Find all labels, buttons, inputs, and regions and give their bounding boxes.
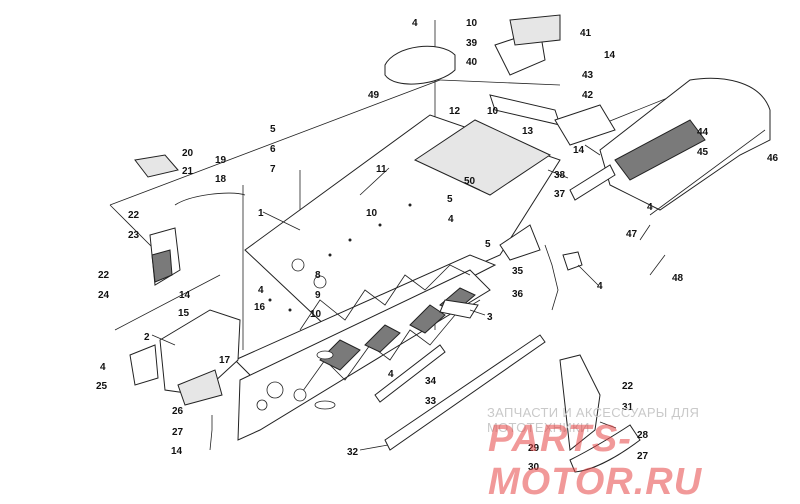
callout-35: 35	[512, 266, 524, 277]
callout-23: 23	[128, 230, 140, 241]
callout-12: 12	[449, 106, 461, 117]
callout-4: 4	[647, 202, 653, 213]
callout-45: 45	[697, 147, 709, 158]
callout-44: 44	[697, 127, 709, 138]
top-bracket	[384, 14, 561, 85]
callout-9: 9	[315, 290, 321, 301]
callout-36: 36	[512, 289, 524, 300]
callout-29: 29	[528, 443, 540, 454]
callout-6: 6	[270, 144, 276, 155]
callout-22: 22	[622, 381, 634, 392]
callout-34: 34	[425, 376, 437, 387]
callout-30: 30	[528, 462, 540, 473]
callout-32: 32	[347, 447, 359, 458]
callout-39: 39	[466, 38, 478, 49]
callout-14: 14	[604, 50, 616, 61]
callout-22: 22	[128, 210, 140, 221]
callout-10: 10	[466, 18, 478, 29]
callout-leaders	[151, 144, 666, 451]
callout-4: 4	[597, 281, 603, 292]
watermark-tagline: ЗАПЧАСТИ И АКСЕССУАРЫ ДЛЯ МОТОТЕХНИКИ	[487, 405, 700, 435]
rear-rail	[489, 94, 616, 201]
callout-24: 24	[98, 290, 110, 301]
callout-13: 13	[522, 126, 534, 137]
bracket-3	[439, 299, 479, 319]
side-panel	[129, 309, 241, 406]
callout-20: 20	[182, 148, 194, 159]
callout-42: 42	[582, 90, 594, 101]
callout-40: 40	[466, 57, 478, 68]
callout-3: 3	[487, 312, 493, 323]
callout-5: 5	[485, 239, 491, 250]
callout-14: 14	[573, 145, 585, 156]
callout-4: 4	[448, 214, 454, 225]
tunnel-assembly	[234, 114, 561, 441]
callout-7: 7	[270, 164, 276, 175]
callout-50: 50	[464, 176, 476, 187]
footrest	[559, 354, 641, 473]
rear-bumper	[599, 77, 771, 216]
callout-37: 37	[554, 189, 566, 200]
callout-43: 43	[582, 70, 594, 81]
callout-41: 41	[580, 28, 592, 39]
callout-48: 48	[672, 273, 684, 284]
callout-labels: 1 2 3 4 4 4 4 4 4 4 5 5 5 6 7 8 9 10 10 …	[96, 18, 779, 473]
step-bracket	[134, 154, 246, 286]
callout-47: 47	[626, 229, 638, 240]
callout-11: 11	[376, 164, 387, 175]
callout-15: 15	[178, 308, 190, 319]
callout-27: 27	[172, 427, 184, 438]
callout-16: 16	[254, 302, 266, 313]
callout-33: 33	[425, 396, 437, 407]
callout-21: 21	[182, 166, 194, 177]
callout-38: 38	[554, 170, 566, 181]
callout-49: 49	[368, 90, 380, 101]
callout-22: 22	[98, 270, 110, 281]
callout-4: 4	[258, 285, 264, 296]
callout-27: 27	[637, 451, 649, 462]
callout-31: 31	[622, 402, 634, 413]
callout-14: 14	[179, 290, 191, 301]
callout-1: 1	[258, 208, 264, 219]
callout-26: 26	[172, 406, 184, 417]
callout-4: 4	[412, 18, 418, 29]
callout-14: 14	[171, 446, 183, 457]
callout-18: 18	[215, 174, 227, 185]
callout-10: 10	[310, 309, 322, 320]
watermark-logo: PARTS-MOTOR.RU	[488, 418, 703, 503]
running-board	[374, 334, 546, 451]
callout-10: 10	[366, 208, 378, 219]
callout-8: 8	[315, 270, 321, 281]
callout-25: 25	[96, 381, 108, 392]
callout-10: 10	[487, 106, 499, 117]
callout-5: 5	[270, 124, 276, 135]
callout-5: 5	[447, 194, 453, 205]
right-bracket	[499, 224, 583, 311]
callout-2: 2	[144, 332, 150, 343]
callout-19: 19	[215, 155, 227, 166]
callout-4: 4	[100, 362, 106, 373]
callout-46: 46	[767, 153, 779, 164]
callout-28: 28	[637, 430, 649, 441]
callout-4: 4	[388, 369, 394, 380]
callout-17: 17	[219, 355, 231, 366]
